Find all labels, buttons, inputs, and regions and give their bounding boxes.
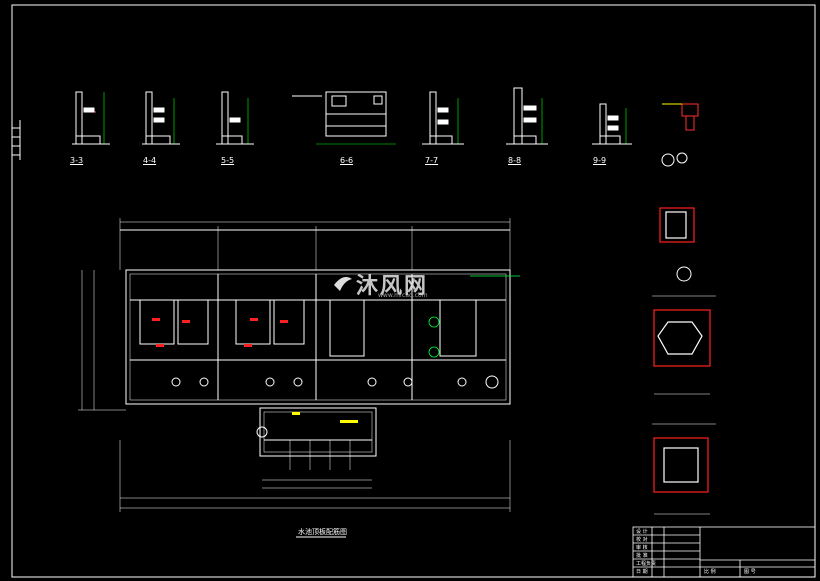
detail-column [653, 207, 711, 493]
section-label: 3-3 [70, 156, 84, 165]
section-label: 8-8 [508, 156, 522, 165]
title-block-cell: 批 准 [636, 553, 648, 559]
title-block-cell: 审 核 [636, 545, 648, 551]
title-block-cell: 设 计 [636, 529, 648, 535]
title-block-cell: 校 对 [636, 537, 648, 543]
watermark-url: www.mfcad.com [378, 292, 428, 299]
plan-view [78, 218, 511, 538]
section-label: 6-6 [340, 156, 354, 165]
title-block-scale: 比 例 [704, 569, 716, 575]
title-block-cell: 工程负责 [636, 561, 657, 567]
section-label: 5-5 [221, 156, 235, 165]
section-details [72, 87, 699, 164]
plan-title: 水池顶板配筋图 [298, 528, 347, 536]
title-block [632, 526, 816, 578]
title-block-drawing-no: 图 号 [744, 569, 756, 575]
section-label: 9-9 [593, 156, 607, 165]
watermark-brand: 沐风网 [356, 274, 429, 299]
title-block-cell: 日 期 [636, 569, 648, 575]
section-label: 7-7 [425, 156, 439, 165]
watermark-logo-icon [334, 277, 352, 291]
section-label: 4-4 [143, 156, 157, 165]
